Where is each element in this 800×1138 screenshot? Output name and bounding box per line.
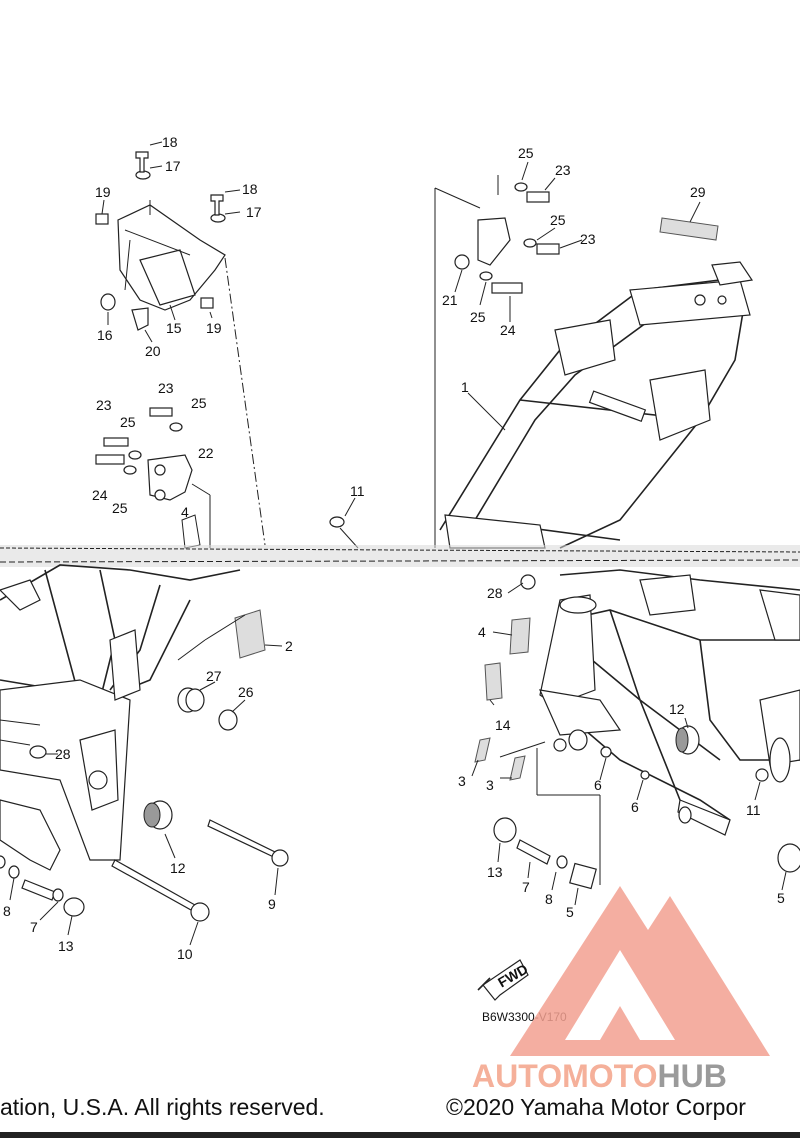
callout-6: 6 [594, 777, 602, 793]
callout-8: 8 [3, 903, 11, 919]
callout-1: 1 [461, 379, 469, 395]
callout-5: 5 [566, 904, 574, 920]
callout-8: 8 [545, 891, 553, 907]
callout-numbers: 1 2 3 3 4 4 5 5 6 6 7 7 8 8 9 10 11 11 1… [3, 134, 785, 962]
callout-14: 14 [495, 717, 511, 733]
watermark-text: AUTOMOTOHUB [472, 1058, 727, 1095]
callout-27: 27 [206, 668, 222, 684]
battery-box-cover-assembly [95, 151, 226, 331]
leader-lines-lower-right [471, 582, 787, 906]
copyright-text-left: ation, U.S.A. All rights reserved. [0, 1094, 325, 1120]
callout-6: 6 [631, 799, 639, 815]
callout-3: 3 [458, 773, 466, 789]
callout-3: 3 [486, 777, 494, 793]
side-bracket-assembly [95, 407, 211, 549]
callout-12: 12 [669, 701, 685, 717]
callout-4: 4 [478, 624, 486, 640]
callout-13: 13 [58, 938, 74, 954]
callout-26: 26 [238, 684, 254, 700]
copyright-text-right: ©2020 Yamaha Motor Corpor [446, 1094, 746, 1120]
callout-22: 22 [198, 445, 214, 461]
callout-18: 18 [162, 134, 178, 150]
automotohub-logo [510, 886, 770, 1056]
callout-7: 7 [30, 919, 38, 935]
main-frame-right-view [520, 569, 800, 836]
callout-29: 29 [690, 184, 706, 200]
callout-25: 25 [518, 145, 534, 161]
callout-20: 20 [145, 343, 161, 359]
callout-28: 28 [487, 585, 503, 601]
callout-10: 10 [177, 946, 193, 962]
lower-left-fasteners [0, 609, 289, 922]
callout-11: 11 [350, 483, 365, 499]
watermark-text-primary: AUTOMOTO [472, 1058, 658, 1094]
callout-25: 25 [550, 212, 566, 228]
leader-lines-lower-left [9, 614, 283, 946]
callout-21: 21 [442, 292, 458, 308]
callout-23: 23 [555, 162, 571, 178]
callout-11: 11 [746, 802, 761, 818]
callout-24: 24 [500, 322, 516, 338]
callout-24: 24 [92, 487, 108, 503]
lower-right-fasteners [474, 617, 800, 890]
callout-2: 2 [285, 638, 293, 654]
callout-16: 16 [97, 327, 113, 343]
callout-12: 12 [170, 860, 186, 876]
callout-18: 18 [242, 181, 258, 197]
callout-28: 28 [55, 746, 71, 762]
leader-lines-top-left [101, 141, 266, 546]
callout-17: 17 [246, 204, 262, 220]
rear-frame-mount-bolts [434, 175, 560, 548]
callout-15: 15 [166, 320, 182, 336]
copyright-footer: ation, U.S.A. All rights reserved. ©2020… [0, 1092, 800, 1138]
callout-25: 25 [120, 414, 136, 430]
callout-4: 4 [181, 504, 189, 520]
callout-9: 9 [268, 896, 276, 912]
callout-23: 23 [96, 397, 112, 413]
callout-25: 25 [191, 395, 207, 411]
rear-frame [439, 217, 754, 549]
bottom-border [0, 1132, 800, 1138]
callout-23: 23 [158, 380, 174, 396]
callout-19: 19 [206, 320, 222, 336]
callout-19: 19 [95, 184, 111, 200]
watermark-text-secondary: HUB [657, 1058, 727, 1094]
callout-25: 25 [470, 309, 486, 325]
main-frame-left-view [0, 564, 241, 871]
callout-7: 7 [522, 879, 530, 895]
callout-5: 5 [777, 890, 785, 906]
callout-25: 25 [112, 500, 128, 516]
callout-13: 13 [487, 864, 503, 880]
leader-lines-top-right [329, 161, 701, 549]
callout-23: 23 [580, 231, 596, 247]
callout-17: 17 [165, 158, 181, 174]
